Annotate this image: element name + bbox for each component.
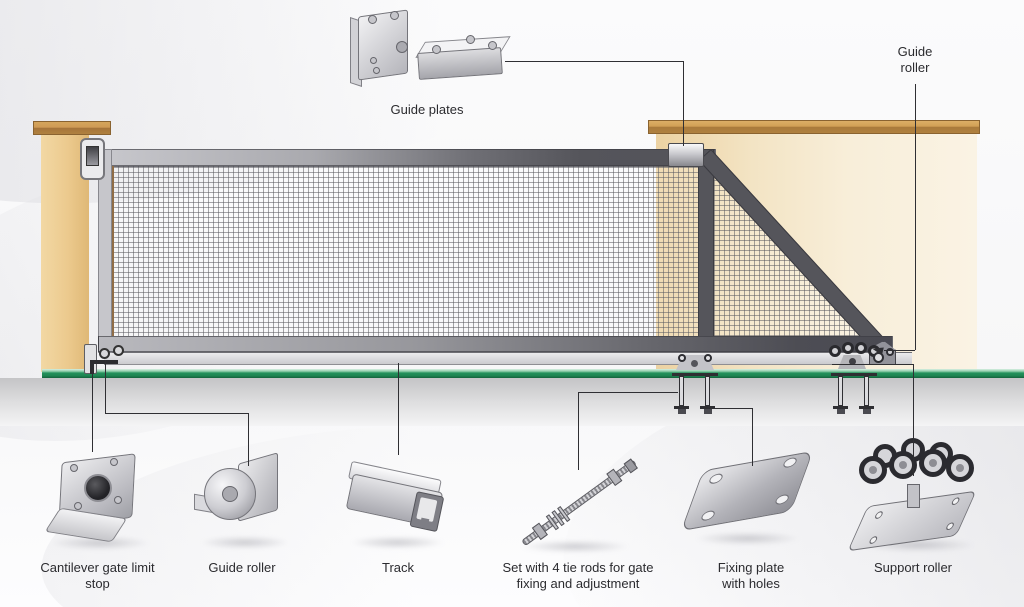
bottom-guide-roller-wheel: [99, 348, 110, 359]
tie-rod: [679, 376, 684, 406]
limit-stop-image: [44, 450, 156, 550]
carriage-bolt: [691, 360, 698, 367]
tie-rod-nut: [704, 409, 712, 414]
left-pillar-cap: [33, 121, 111, 135]
carriage-wheel: [704, 354, 712, 362]
track-image: [340, 455, 455, 550]
tie-rod: [705, 376, 710, 406]
limit-stop-angle-leg: [90, 364, 94, 374]
label-fixing-plate: Fixing plate with holes: [717, 560, 785, 592]
top-guide-roller-housing: [668, 143, 704, 167]
tie-rods-image: [505, 448, 655, 553]
tie-rod: [864, 376, 869, 406]
tie-rod-flange: [833, 406, 848, 409]
carriage-wheel: [855, 342, 867, 354]
tie-rod: [838, 376, 843, 406]
limit-stop-angle: [90, 360, 118, 364]
fixing-plate-image: [680, 450, 815, 540]
callout-line-guide-roller: [248, 413, 249, 466]
guide-plate-window: [86, 146, 99, 166]
tie-rod-flange: [700, 406, 715, 409]
label-guide-roller: Guide roller: [208, 560, 276, 575]
tie-rod-nut: [678, 409, 686, 414]
carriage-wheel: [678, 354, 686, 362]
label-track: Track: [381, 560, 415, 575]
callout-line-tie-rods: [578, 392, 678, 393]
callout-line-guide-roller: [105, 360, 106, 414]
callout-line-support-roller: [832, 364, 913, 365]
callout-line-guide-roller: [105, 413, 249, 414]
label-support-roller: Support roller: [873, 560, 953, 575]
tail-end-roller-wheel: [886, 348, 894, 356]
callout-line-support-roller: [913, 364, 914, 476]
callout-line-guide-plates: [683, 61, 684, 146]
label-guide-plates: Guide plates: [390, 102, 464, 117]
carriage-bolt: [849, 358, 856, 365]
callout-line-tie-rods: [578, 392, 579, 470]
callout-line-guide-roller-top: [915, 84, 916, 350]
gate-bottom-rail: [98, 336, 893, 352]
gate-top-rail: [98, 149, 716, 166]
tie-rod-flange: [859, 406, 874, 409]
callout-line-fixing-plate: [710, 408, 752, 409]
carriage-wheel: [842, 342, 854, 354]
anchor-plate: [672, 373, 718, 376]
track-rail: [104, 352, 912, 365]
label-cantilever-limit-stop: Cantilever gate limit stop: [40, 560, 155, 592]
right-wall-cap: [648, 120, 980, 134]
tie-rod-nut: [837, 409, 845, 414]
gate-mesh-edge-wire: [112, 166, 114, 336]
label-tie-rods: Set with 4 tie rods for gate fixing and …: [502, 560, 654, 592]
anchor-plate: [831, 373, 877, 376]
bottom-guide-roller-wheel: [113, 345, 124, 356]
tie-rod-nut: [863, 409, 871, 414]
gate-mesh-panel: [112, 166, 700, 338]
tie-rod-flange: [674, 406, 689, 409]
guide-roller-image: [192, 452, 292, 548]
callout-line-track: [398, 363, 399, 455]
callout-line-limit-stop: [92, 370, 93, 452]
support-roller-image: [845, 438, 985, 552]
gate-right-stile: [698, 149, 714, 337]
guide-plates-image: [348, 5, 513, 100]
ground-line: [42, 369, 1024, 378]
foundation-band: [0, 378, 1024, 426]
carriage-wheel: [829, 345, 841, 357]
label-guide-roller-top: Guide roller: [897, 44, 933, 76]
callout-line-fixing-plate: [752, 408, 753, 466]
callout-line-guide-roller-top: [884, 350, 915, 351]
callout-line-guide-plates: [505, 61, 683, 62]
tail-end-roller-wheel: [873, 352, 884, 363]
